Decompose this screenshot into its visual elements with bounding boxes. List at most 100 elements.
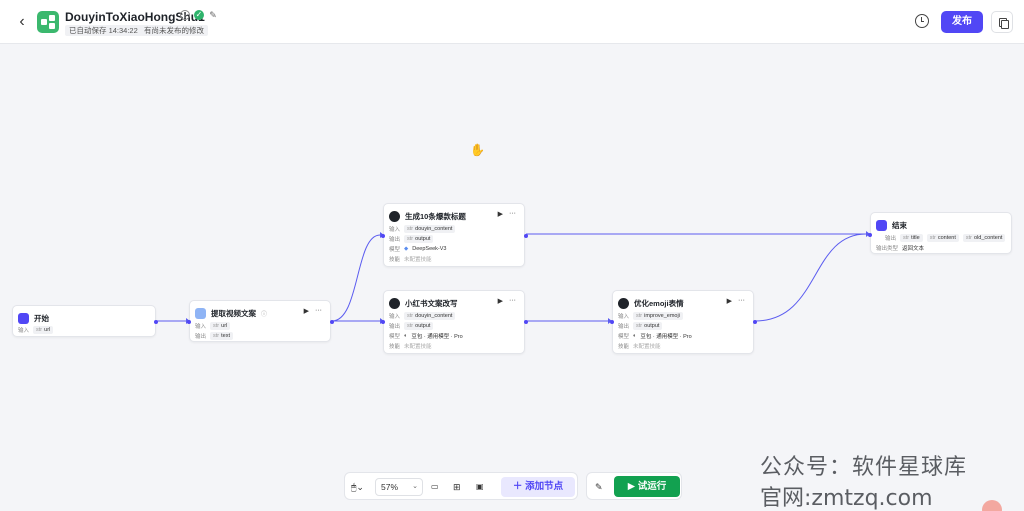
play-icon: ▶ bbox=[627, 481, 638, 492]
output-port[interactable] bbox=[524, 320, 528, 324]
start-icon bbox=[18, 312, 29, 324]
output-label: 输出 bbox=[389, 323, 401, 330]
more-icon[interactable]: ··· bbox=[315, 307, 322, 314]
output-port[interactable] bbox=[524, 234, 528, 238]
output-port[interactable] bbox=[753, 320, 757, 324]
zoom-value: 57% bbox=[381, 482, 399, 492]
input-label: 输入 bbox=[18, 327, 30, 334]
more-icon[interactable]: ··· bbox=[738, 297, 745, 304]
autosave-status: 已自动保存 14:34:22 bbox=[65, 25, 142, 36]
app-icon bbox=[37, 11, 59, 33]
minimap-icon[interactable]: ▣ bbox=[476, 482, 484, 491]
assistant-avatar[interactable] bbox=[982, 500, 1002, 511]
more-icon[interactable]: ··· bbox=[509, 210, 516, 217]
unpublished-badge: 有尚未发布的修改 bbox=[140, 25, 208, 36]
llm-icon bbox=[618, 297, 629, 309]
input-label: 输入 bbox=[618, 313, 630, 320]
back-button[interactable]: ‹ bbox=[14, 12, 30, 32]
info-icon[interactable]: i bbox=[180, 10, 190, 20]
end-icon bbox=[876, 219, 887, 231]
run-node-icon[interactable]: ▶ bbox=[726, 298, 732, 305]
test-run-button[interactable]: ▶ 试运行 bbox=[614, 476, 680, 497]
skill-label: 技能 bbox=[618, 343, 630, 350]
output-label: 输出 bbox=[389, 236, 401, 243]
input-port[interactable] bbox=[187, 320, 191, 324]
run-toolbar: ✎ ▶ 试运行 bbox=[586, 472, 682, 500]
skill-value: 未配置技能 bbox=[633, 343, 661, 350]
edit-icon[interactable]: ✎ bbox=[209, 10, 217, 20]
input-label: 输入 bbox=[389, 226, 401, 233]
skill-value: 未配置技能 bbox=[404, 256, 432, 263]
skill-label: 技能 bbox=[389, 256, 401, 263]
zoom-select[interactable]: 57% ⌄ bbox=[375, 478, 423, 496]
output-port[interactable] bbox=[154, 320, 158, 324]
check-circle-icon: ✓ bbox=[194, 10, 204, 20]
output-label: 输出 bbox=[618, 323, 630, 330]
run-node-icon[interactable]: ▶ bbox=[497, 298, 503, 305]
output-label: 输出 bbox=[885, 235, 897, 242]
output-type-value: 返回文本 bbox=[902, 245, 925, 252]
run-node-icon[interactable]: ▶ bbox=[303, 308, 309, 315]
grid-layout-icon[interactable]: ⊞ bbox=[453, 482, 461, 492]
input-label: 输入 bbox=[195, 323, 207, 330]
more-icon[interactable]: ··· bbox=[509, 297, 516, 304]
publish-button[interactable]: 发布 bbox=[941, 11, 983, 33]
copy-icon[interactable] bbox=[991, 11, 1013, 33]
info-icon: ⓘ bbox=[261, 311, 268, 318]
model-label: 模型 bbox=[389, 246, 401, 253]
debug-icon[interactable]: ✎ bbox=[595, 482, 603, 492]
edge-extract-titles bbox=[331, 234, 381, 322]
input-port[interactable] bbox=[381, 320, 385, 324]
canvas-toolbar: 🖱⌄ 57% ⌄ ▭ ⊞ ▣ ＋ 添加节点 bbox=[344, 472, 578, 500]
chevron-down-icon: ⌄ bbox=[412, 483, 418, 490]
plugin-icon bbox=[195, 307, 206, 319]
skill-label: 技能 bbox=[389, 343, 401, 350]
model-name: 豆包 · 通用模型 · Pro bbox=[411, 333, 463, 340]
mouse-mode-icon[interactable]: 🖱⌄ bbox=[351, 482, 364, 492]
input-port[interactable] bbox=[610, 320, 614, 324]
watermark-line2: 官网:zmtzq.com bbox=[760, 486, 933, 511]
comment-icon[interactable]: ▭ bbox=[431, 482, 439, 491]
node-title: 提取视频文案 bbox=[211, 308, 256, 318]
run-node-icon[interactable]: ▶ bbox=[497, 211, 503, 218]
history-icon[interactable] bbox=[915, 14, 929, 28]
model-icon: ◐ bbox=[404, 332, 408, 339]
output-type-label: 输出类型 bbox=[876, 245, 899, 252]
add-node-button[interactable]: ＋ 添加节点 bbox=[501, 477, 575, 497]
llm-icon bbox=[389, 297, 400, 309]
input-port[interactable] bbox=[381, 234, 385, 238]
node-title: 优化emoji表情 bbox=[634, 298, 684, 308]
node-title: 结束 bbox=[892, 220, 907, 230]
model-label: 模型 bbox=[389, 333, 401, 340]
node-title: 生成10条爆款标题 bbox=[405, 211, 466, 221]
node-title: 小红书文案改写 bbox=[405, 298, 458, 308]
model-name: 豆包 · 通用模型 · Pro bbox=[640, 333, 692, 340]
edge-emoji-end bbox=[754, 233, 867, 322]
plus-icon: ＋ bbox=[512, 481, 526, 492]
chevron-left-icon: ‹ bbox=[19, 13, 25, 30]
input-port[interactable] bbox=[868, 233, 872, 237]
output-port[interactable] bbox=[330, 320, 334, 324]
skill-value: 未配置技能 bbox=[404, 343, 432, 350]
node-title: 开始 bbox=[34, 313, 49, 323]
model-icon: ◆ bbox=[404, 245, 409, 252]
app-title: DouyinToXiaoHongShu1 bbox=[65, 10, 205, 24]
title-icons: i ✓ ✎ bbox=[180, 10, 218, 20]
